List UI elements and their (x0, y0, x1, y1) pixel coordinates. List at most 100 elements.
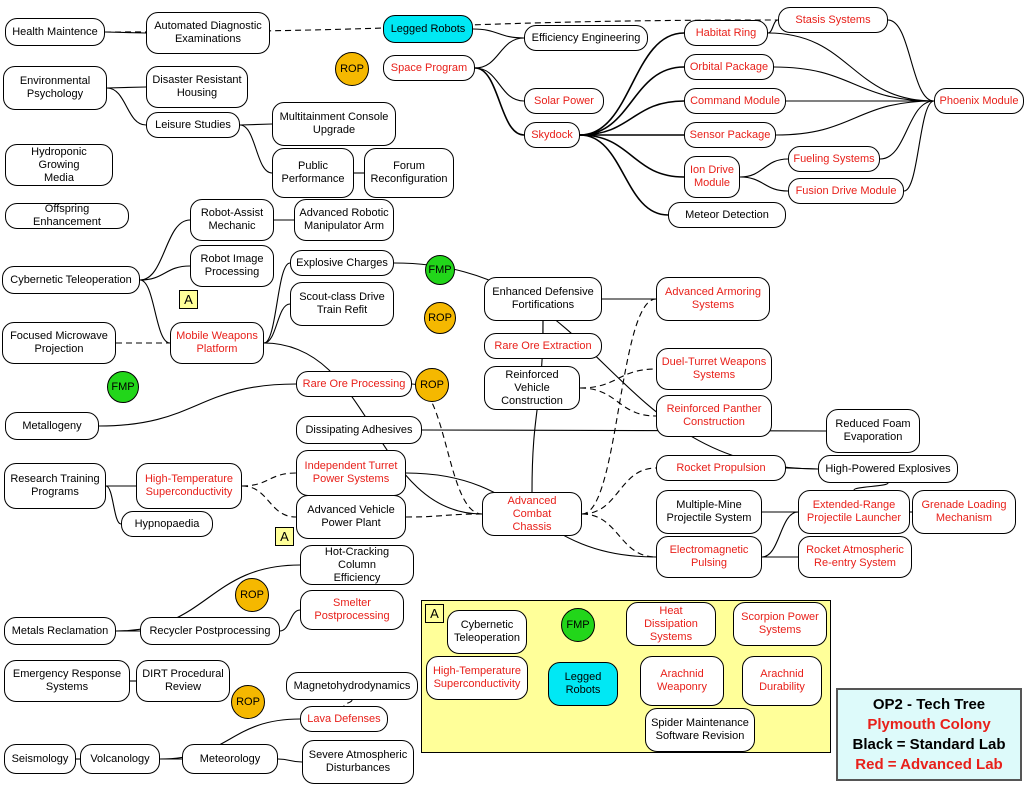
tech-node-skydock: Skydock (524, 122, 580, 148)
edge-sensor-package-to-phoenix-module (775, 100, 935, 136)
edge-research-training-to-hypnopaedia (105, 485, 122, 525)
edge-recycler-to-smelter (279, 609, 301, 632)
edge-advanced-combat-to-rocket-propulsion (581, 467, 657, 515)
tech-node-electromagnetic: Electromagnetic Pulsing (656, 536, 762, 578)
legend-box: OP2 - Tech Tree Plymouth Colony Black = … (836, 688, 1022, 781)
tech-node-duel-turret: Duel-Turret Weapons Systems (656, 348, 772, 390)
legend-advanced: Red = Advanced Lab (855, 755, 1003, 773)
tech-node-metals-reclamation: Metals Reclamation (4, 617, 116, 645)
edge-fueling-systems-to-phoenix-module (879, 100, 935, 160)
legend-colony: Plymouth Colony (867, 715, 991, 733)
tech-node-inset-high-temp: High-Temperature Superconductivity (426, 656, 528, 700)
rop-badge: ROP (231, 685, 265, 719)
tech-node-ion-drive: Ion Drive Module (684, 156, 740, 198)
tech-node-extended-range: Extended-Range Projectile Launcher (798, 490, 910, 534)
tech-node-public-performance: Public Performance (272, 148, 354, 198)
tech-node-fueling-systems: Fueling Systems (788, 146, 880, 172)
tech-node-habitat-ring: Habitat Ring (684, 20, 768, 46)
tech-node-command-module: Command Module (684, 88, 786, 114)
tech-node-environmental-psychology: Environmental Psychology (3, 66, 107, 110)
tech-node-reinforced-vehicle: Reinforced Vehicle Construction (484, 366, 580, 410)
tech-node-hypnopaedia: Hypnopaedia (121, 511, 213, 537)
edge-leisure-studies-to-public-performance (239, 124, 273, 174)
rop-badge: ROP (335, 52, 369, 86)
tech-node-volcanology: Volcanology (80, 744, 160, 774)
edge-rocket-propulsion-to-high-powered (785, 467, 819, 470)
tech-node-arachnid-durability: Arachnid Durability (742, 656, 822, 706)
edge-rare-ore-processing-to-advanced-combat (411, 383, 483, 515)
edge-skydock-to-orbital-package (579, 66, 685, 136)
tech-node-robot-image: Robot Image Processing (190, 245, 274, 287)
tech-node-advanced-combat: Advanced Combat Chassis (482, 492, 582, 536)
tech-node-research-training: Research Training Programs (4, 463, 106, 509)
edge-environmental-psychology-to-disaster-resistant (106, 86, 147, 89)
edge-high-powered-to-extended-range (853, 482, 889, 491)
tech-node-legged-robots: Legged Robots (383, 15, 473, 43)
tech-node-heat-dissipation: Heat Dissipation Systems (626, 602, 716, 646)
tech-node-health-maintence: Health Maintence (5, 18, 105, 46)
tech-node-recycler: Recycler Postprocessing (140, 617, 280, 645)
edge-ion-drive-to-fusion-drive (739, 176, 789, 192)
fmp-badge: FMP (425, 255, 455, 285)
tech-node-robot-assist: Robot-Assist Mechanic (190, 199, 274, 241)
tech-node-automated-diagnostic: Automated Diagnostic Examinations (146, 12, 270, 54)
tech-node-multitainment: Multitainment Console Upgrade (272, 102, 396, 146)
edge-mobile-weapons-to-scout-class (263, 303, 291, 344)
tech-node-rocket-atmospheric: Rocket Atmospheric Re-entry System (798, 536, 912, 578)
edge-advanced-vehicle-to-advanced-combat (405, 513, 483, 518)
tech-node-dissipating-adhesives: Dissipating Adhesives (296, 416, 422, 444)
fmp-badge: FMP (107, 371, 139, 403)
tech-node-hot-cracking: Hot-Cracking Column Efficiency (300, 545, 414, 585)
tech-node-magnetohydro: Magnetohydrodynamics (286, 672, 418, 700)
tech-node-forum-reconfig: Forum Reconfiguration (364, 148, 454, 198)
tech-node-lava-defenses: Lava Defenses (300, 706, 388, 732)
edge-high-temp-to-advanced-vehicle (241, 485, 297, 518)
tech-node-advanced-armoring: Advanced Armoring Systems (656, 277, 770, 321)
edge-advanced-combat-to-electromagnetic (581, 513, 657, 558)
rop-badge: ROP (424, 302, 456, 334)
tech-node-scorpion-power: Scorpion Power Systems (733, 602, 827, 646)
tech-node-grenade-loading: Grenade Loading Mechanism (912, 490, 1016, 534)
rop-badge: ROP (235, 578, 269, 612)
edge-magnetohydro-to-lava-defenses (343, 699, 353, 707)
tech-node-advanced-vehicle: Advanced Vehicle Power Plant (296, 495, 406, 539)
tech-node-arachnid-weaponry: Arachnid Weaponry (640, 656, 724, 706)
tech-node-efficiency-eng: Efficiency Engineering (524, 25, 648, 51)
tech-node-cybernetic-tele: Cybernetic Teleoperation (2, 266, 140, 294)
tech-node-mobile-weapons: Mobile Weapons Platform (170, 322, 264, 364)
inset-marker-a: A (275, 527, 294, 546)
tech-node-spider-maintenance: Spider Maintenance Software Revision (645, 708, 755, 752)
edge-electromagnetic-to-extended-range (761, 511, 799, 558)
tech-node-dirt-procedural: DIRT Procedural Review (136, 660, 230, 702)
inset-marker-a: A (425, 604, 444, 623)
tech-node-solar-power: Solar Power (524, 88, 604, 114)
edge-meteorology-to-severe-atmospheric (277, 758, 303, 763)
edge-space-program-to-efficiency-eng (474, 37, 525, 69)
tech-node-advanced-robotic: Advanced Robotic Manipulator Arm (294, 199, 394, 241)
edge-space-program-to-solar-power (474, 67, 525, 102)
edge-habitat-ring-to-phoenix-module (767, 32, 935, 102)
legend-standard: Black = Standard Lab (852, 735, 1006, 753)
tech-node-high-temp: High-Temperature Superconductivity (136, 463, 242, 509)
edge-habitat-ring-to-stasis-systems (767, 19, 779, 34)
edge-space-program-to-skydock (474, 67, 525, 136)
tech-node-rare-ore-processing: Rare Ore Processing (296, 371, 412, 397)
edge-leisure-studies-to-multitainment (239, 123, 273, 126)
tech-node-independent-turret: Independent Turret Power Systems (296, 450, 406, 496)
tech-node-seismology: Seismology (4, 744, 76, 774)
tech-node-reduced-foam: Reduced Foam Evaporation (826, 409, 920, 453)
legend-title: OP2 - Tech Tree (872, 695, 986, 713)
tech-node-phoenix-module: Phoenix Module (934, 88, 1024, 114)
tech-node-rocket-propulsion: Rocket Propulsion (656, 455, 786, 481)
tech-node-stasis-systems: Stasis Systems (778, 7, 888, 33)
tech-node-reinforced-panther: Reinforced Panther Construction (656, 395, 772, 437)
edge-reinforced-vehicle-to-duel-turret (579, 368, 657, 389)
edge-environmental-psychology-to-leisure-studies (106, 87, 147, 126)
fmp-badge: FMP (561, 608, 595, 642)
tech-node-disaster-resistant: Disaster Resistant Housing (146, 66, 248, 108)
tech-node-orbital-package: Orbital Package (684, 54, 774, 80)
tech-node-inset-legged: Legged Robots (548, 662, 618, 706)
tech-node-inset-cybernetic: Cybernetic Teleoperation (447, 610, 527, 654)
